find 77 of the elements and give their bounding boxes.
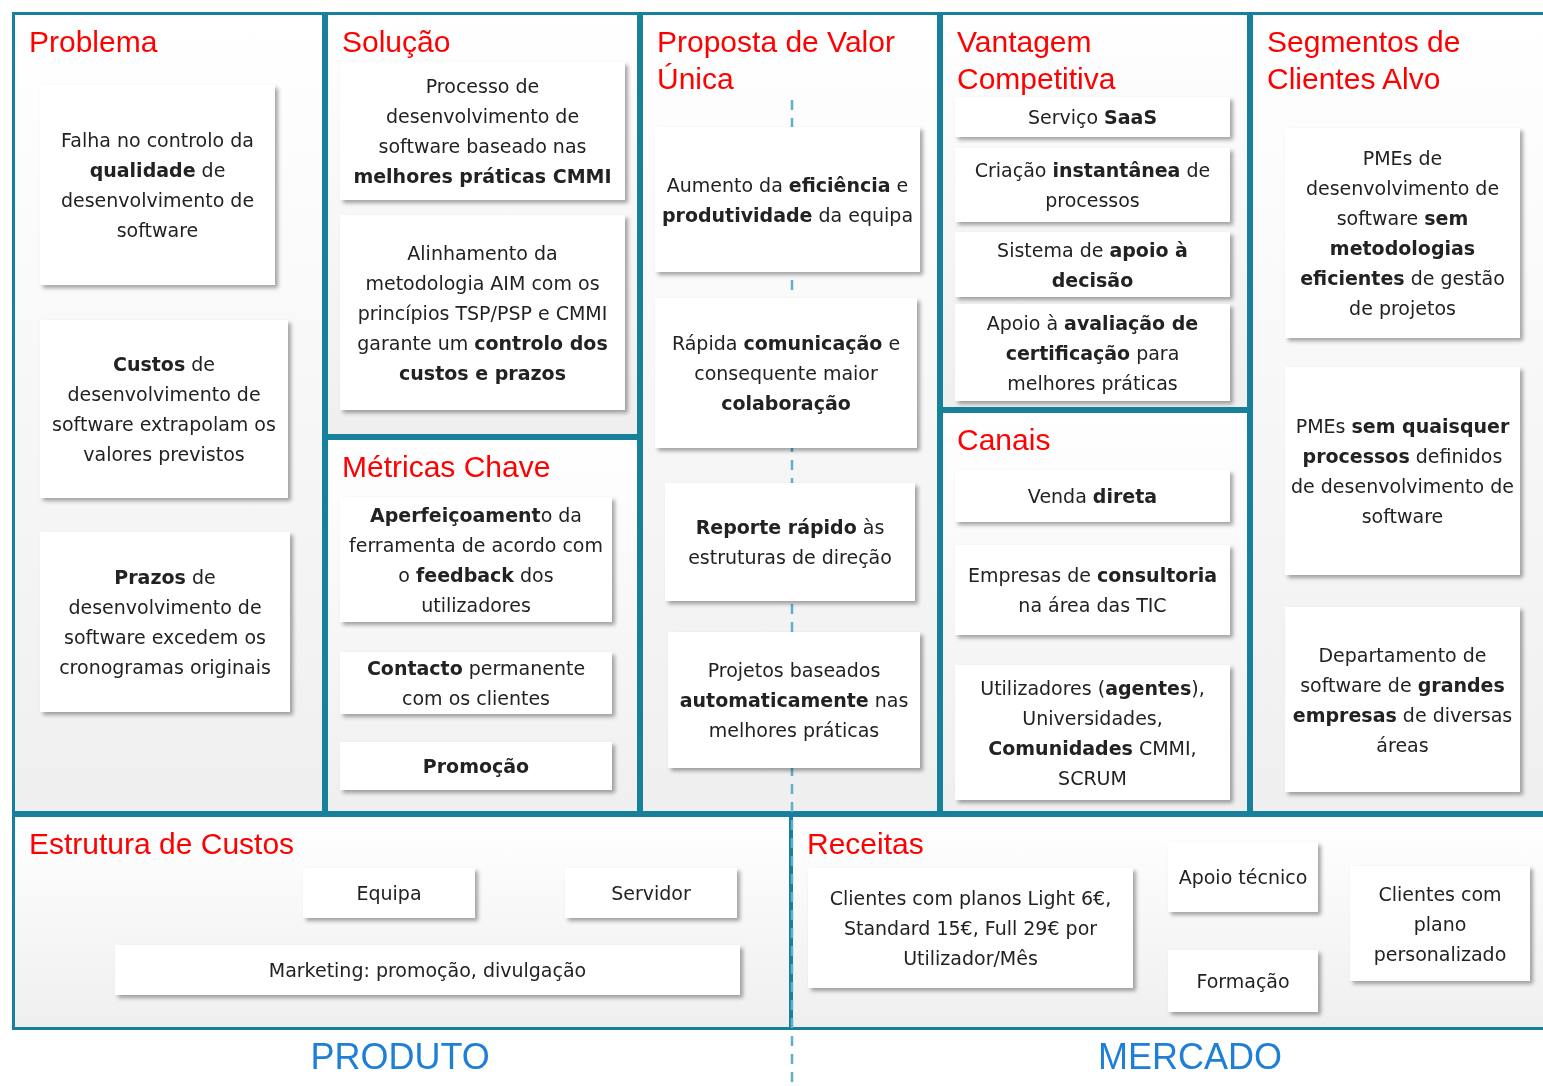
note-text: PMEs de desenvolvimento de software sem metodologias eficientes de gestão de projetos <box>1299 146 1506 321</box>
canvas-section <box>12 12 325 814</box>
note-text: Equipa <box>356 881 422 906</box>
section-heading: Vantagem Competitiva <box>957 24 1117 97</box>
sticky-note <box>40 320 288 498</box>
canvas-section <box>325 12 640 437</box>
note-text: Criação instantânea de processos <box>973 158 1212 213</box>
axis-caption: MERCADO <box>1098 1036 1282 1078</box>
note-text: Apoio à avaliação de certificação para melhores práticas <box>985 310 1200 396</box>
sticky-note <box>668 632 920 768</box>
section-heading: Receitas <box>807 826 925 862</box>
canvas-section <box>940 12 1250 410</box>
sticky-note <box>955 148 1230 222</box>
axis-caption: PRODUTO <box>310 1036 490 1078</box>
sticky-note <box>1285 128 1520 338</box>
section-heading: Proposta de Valor Única <box>657 24 896 97</box>
canvas-section <box>940 410 1250 814</box>
note-text: Apoio técnico <box>1178 865 1308 890</box>
canvas-section <box>640 12 940 814</box>
section-heading: Solução <box>342 24 452 60</box>
note-text: Sistema de apoio à decisão <box>996 237 1189 293</box>
sticky-note <box>955 304 1230 401</box>
section-heading: Problema <box>29 24 159 60</box>
sticky-note <box>808 868 1133 988</box>
sticky-note <box>1168 950 1318 1012</box>
canvas-section <box>325 437 640 814</box>
note-text: Aumento da eficiência e produtividade da equipa <box>661 172 914 228</box>
note-text: Formação <box>1196 969 1290 994</box>
note-text: Utilizadores (agentes), Universidades, Comunidades CMMI, SCRUM <box>979 675 1206 791</box>
canvas-section <box>1250 12 1543 814</box>
note-text: Projetos baseados automaticamente nas melhores práticas <box>678 658 910 743</box>
sticky-note <box>1285 607 1520 792</box>
sticky-note <box>955 232 1230 297</box>
sticky-note <box>340 62 625 200</box>
section-heading: Estrutura de Custos <box>29 826 296 862</box>
note-text: Aperfeiçoamento da ferramenta de acordo com o feedback dos utilizadores <box>348 502 604 618</box>
note-text: Rápida comunicação e consequente maior colaboração <box>670 331 902 416</box>
section-heading: Canais <box>957 422 1052 458</box>
note-text: Falha no controlo da qualidade de desenvolvimento de software <box>59 128 256 243</box>
sticky-note <box>1285 367 1520 575</box>
note-text: Custos de desenvolvimento de software extrapolam os valores previstos <box>51 352 277 467</box>
sticky-note <box>115 945 740 995</box>
sticky-note <box>955 545 1230 635</box>
note-text: Empresas de consultoria na área das TIC <box>967 563 1218 618</box>
note-text: Marketing: promoção, divulgação <box>268 958 587 983</box>
note-text: Venda direta <box>1027 484 1158 509</box>
sticky-note <box>955 470 1230 522</box>
sticky-note <box>40 532 290 712</box>
sticky-note <box>655 298 917 448</box>
note-text: Contacto permanente com os clientes <box>365 656 587 711</box>
canvas-section <box>790 814 1543 1030</box>
sticky-note <box>655 127 920 272</box>
sticky-note <box>955 665 1230 800</box>
note-text: Serviço SaaS <box>1027 105 1158 130</box>
sticky-note <box>565 868 737 918</box>
section-heading: Métricas Chave <box>342 449 552 485</box>
sticky-note <box>340 652 612 714</box>
sticky-note <box>665 483 915 601</box>
note-text: Alinhamento da metodologia AIM com os princípios TSP/PSP e CMMI garante um controlo dos custos e prazos <box>356 240 609 386</box>
canvas-section <box>12 814 792 1030</box>
sticky-note <box>955 97 1230 137</box>
sticky-note <box>1350 866 1530 981</box>
note-text: Clientes com planos Light 6€, Standard 15€, Full 29€ por Utilizador/Mês <box>828 886 1113 971</box>
note-text: Clientes com plano personalizado <box>1372 881 1508 967</box>
sticky-note <box>340 215 625 410</box>
sticky-note <box>340 742 612 790</box>
note-text: Processo de desenvolvimento de software baseado nas melhores práticas CMMI <box>352 74 613 189</box>
sticky-note <box>1168 842 1318 912</box>
note-text: Prazos de desenvolvimento de software excedem os cronogramas originais <box>58 565 272 680</box>
sticky-note <box>40 85 275 285</box>
note-text: Reporte rápido às estruturas de direção <box>687 515 893 570</box>
note-text: PMEs sem quaisquer processos definidos de desenvolvimento de software <box>1291 414 1514 529</box>
note-text: Promoção <box>422 754 530 779</box>
note-text: Departamento de software de grandes empresas de diversas áreas <box>1291 642 1514 758</box>
sticky-note <box>303 868 475 918</box>
section-heading: Segmentos de Clientes Alvo <box>1267 24 1462 97</box>
note-text: Servidor <box>611 881 691 906</box>
